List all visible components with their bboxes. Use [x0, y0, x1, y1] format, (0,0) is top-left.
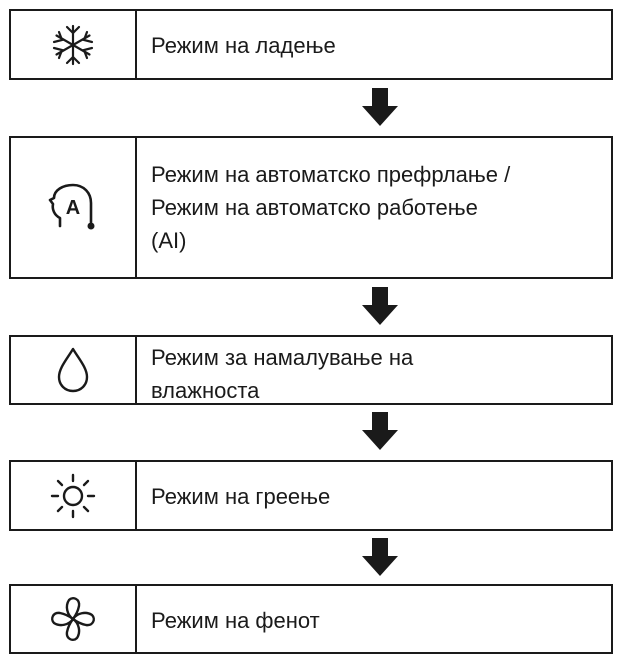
mode-icon-cell: [11, 462, 137, 529]
svg-text:A: A: [66, 197, 80, 219]
fan-icon: [51, 597, 95, 641]
snowflake-icon: [52, 24, 94, 65]
arrow-down-icon: [362, 538, 398, 576]
auto-ai-icon: A: [48, 183, 95, 229]
mode-icon-cell: [11, 337, 137, 403]
mode-label-cooling: Режим на ладење: [151, 33, 336, 58]
sun-icon: [50, 473, 96, 518]
arrow-down-icon: [362, 88, 398, 126]
mode-box-dehumidify: Режим за намалување на влажноста: [9, 335, 613, 405]
mode-label-fan: Режим на фенот: [151, 608, 320, 633]
mode-box-cooling: Режим на ладење: [9, 9, 613, 80]
mode-label-dehumidify: Режим за намалување на влажноста: [151, 345, 414, 403]
arrow-down-icon: [362, 287, 398, 325]
mode-label-auto: Режим на автоматско префрлање / Режим на…: [151, 162, 511, 253]
water-drop-icon: [57, 347, 89, 393]
mode-label-heating: Режим на греење: [151, 484, 331, 509]
mode-box-auto: A Режим на автоматско префрлање / Режим …: [9, 136, 613, 279]
mode-box-fan: Режим на фенот: [9, 584, 613, 654]
arrow-down-icon: [362, 412, 398, 450]
mode-box-heating: Режим на греење: [9, 460, 613, 531]
mode-icon-cell: [11, 586, 137, 652]
mode-icon-cell: A: [11, 138, 137, 277]
mode-icon-cell: [11, 11, 137, 78]
